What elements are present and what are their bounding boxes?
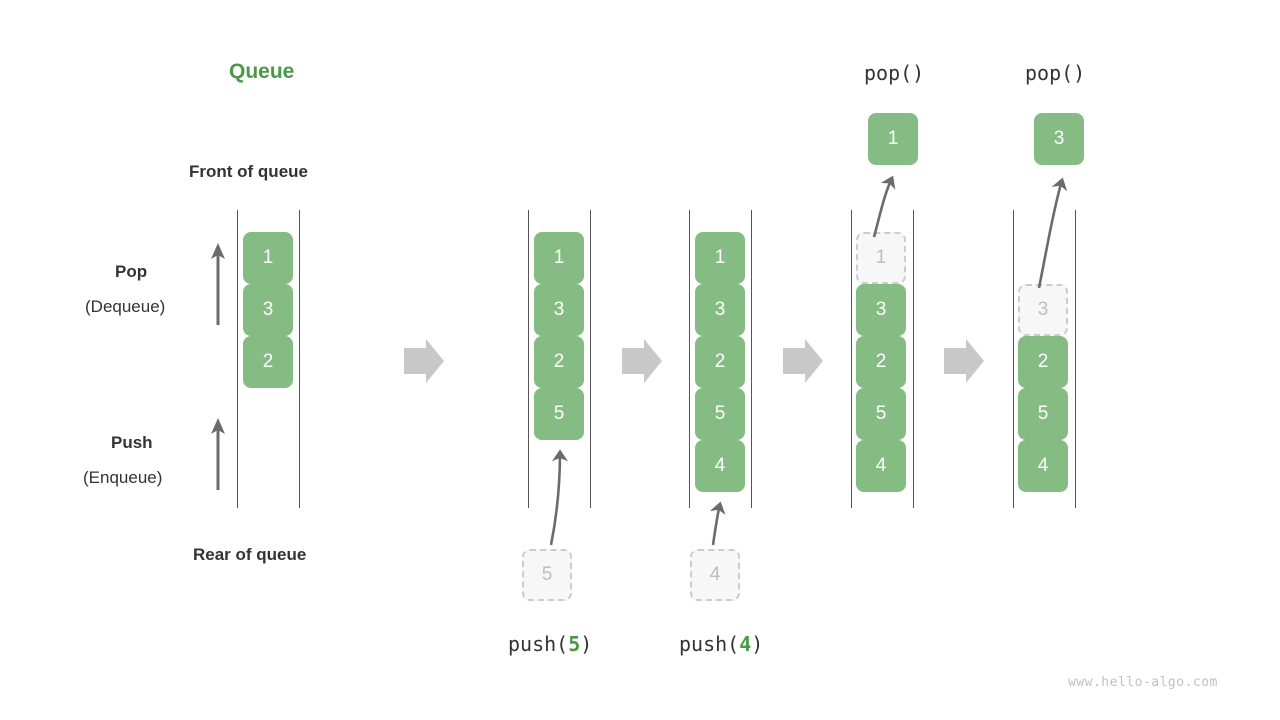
- queue-node: 3: [856, 284, 906, 336]
- queue-rail-right-5: [1075, 210, 1076, 508]
- watermark: www.hello-algo.com: [1068, 675, 1218, 690]
- popped-node: 1: [868, 113, 918, 165]
- queue-node: 1: [534, 232, 584, 284]
- queue-node-ghost: 3: [1018, 284, 1068, 336]
- queue-node: 4: [856, 440, 906, 492]
- push-4-arrow: [709, 501, 726, 546]
- push-5-caption: push(5): [508, 632, 592, 656]
- flow-arrow-1: [404, 339, 444, 383]
- flow-arrow-4: [944, 339, 984, 383]
- queue-node: 3: [695, 284, 745, 336]
- pop-sub-label: (Dequeue): [85, 297, 166, 316]
- queue-rail-left-1: [237, 210, 238, 508]
- push-sub-label: (Enqueue): [83, 468, 163, 487]
- push-4-caption-value: 4: [739, 632, 752, 656]
- diagram-title: Queue: [229, 60, 295, 83]
- queue-node: 1: [243, 232, 293, 284]
- queue-node-ghost: 1: [856, 232, 906, 284]
- push-5-arrow: [549, 449, 569, 546]
- queue-rail-left-4: [851, 210, 852, 508]
- queue-rail-left-3: [689, 210, 690, 508]
- queue-node: 2: [695, 336, 745, 388]
- push-label: Push: [111, 433, 153, 452]
- push-4-caption: push(4): [679, 632, 763, 656]
- pop-2-arrow: [1037, 177, 1068, 289]
- queue-rail-right-3: [751, 210, 752, 508]
- queue-node: 3: [243, 284, 293, 336]
- pending-push-node: 4: [690, 549, 740, 601]
- queue-rail-left-5: [1013, 210, 1014, 508]
- pop-caption-1: pop(): [864, 61, 925, 85]
- push-5-caption-suffix: ): [580, 632, 593, 656]
- queue-rail-right-4: [913, 210, 914, 508]
- queue-node: 5: [1018, 388, 1068, 440]
- queue-node: 2: [1018, 336, 1068, 388]
- queue-node: 4: [1018, 440, 1068, 492]
- queue-node: 2: [856, 336, 906, 388]
- push-4-caption-prefix: push(: [679, 632, 740, 656]
- queue-node: 1: [695, 232, 745, 284]
- queue-node: 5: [856, 388, 906, 440]
- popped-node: 3: [1034, 113, 1084, 165]
- pending-push-node: 5: [522, 549, 572, 601]
- pop-direction-arrow: [211, 243, 225, 325]
- push-5-caption-value: 5: [568, 632, 581, 656]
- rear-of-queue-label: Rear of queue: [193, 545, 307, 564]
- pop-label: Pop: [115, 262, 148, 281]
- queue-node: 5: [534, 388, 584, 440]
- push-5-caption-prefix: push(: [508, 632, 569, 656]
- queue-node: 4: [695, 440, 745, 492]
- flow-arrow-3: [783, 339, 823, 383]
- queue-node: 3: [534, 284, 584, 336]
- pop-1-arrow: [872, 175, 896, 238]
- queue-node: 5: [695, 388, 745, 440]
- pop-caption-2: pop(): [1025, 61, 1086, 85]
- queue-node: 2: [243, 336, 293, 388]
- push-direction-arrow: [211, 418, 225, 490]
- front-of-queue-label: Front of queue: [189, 162, 308, 181]
- queue-node: 2: [534, 336, 584, 388]
- push-4-caption-suffix: ): [751, 632, 764, 656]
- queue-rail-left-2: [528, 210, 529, 508]
- queue-rail-right-1: [299, 210, 300, 508]
- flow-arrow-2: [622, 339, 662, 383]
- queue-rail-right-2: [590, 210, 591, 508]
